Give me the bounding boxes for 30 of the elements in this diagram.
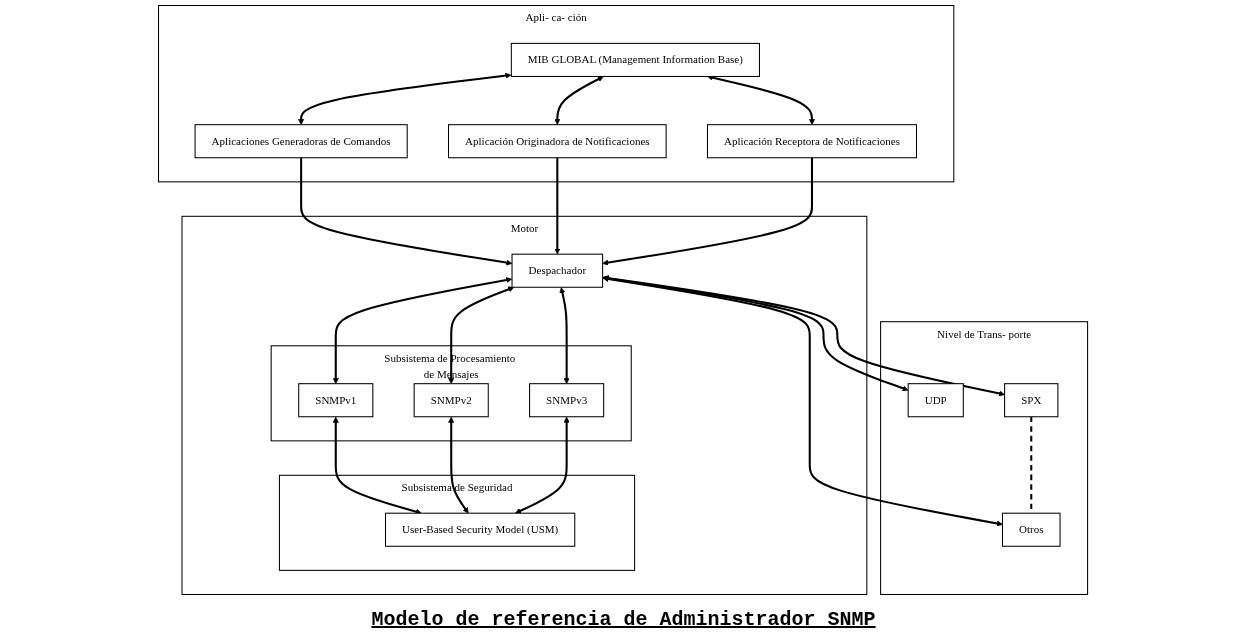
arrow: [554, 157, 561, 255]
arrow: [448, 416, 470, 514]
node-box: [511, 42, 761, 77]
cluster: [271, 345, 633, 442]
arrow: [333, 277, 513, 384]
arrow: [554, 76, 605, 125]
arrow: [333, 416, 423, 515]
node-box: [298, 383, 374, 418]
cluster: [181, 215, 868, 595]
arrow: [298, 72, 512, 125]
node-box: [707, 124, 918, 159]
cluster: [158, 5, 955, 183]
caption: Modelo de referencia de Administrador SNMP: [371, 608, 876, 631]
arrow: [603, 275, 1006, 397]
node-box: [385, 512, 576, 547]
node-box: [448, 124, 668, 159]
arrow: [300, 157, 513, 266]
node-box: [1002, 512, 1061, 547]
node-box: [1004, 383, 1059, 418]
node-box: [529, 383, 605, 418]
arrow: [448, 286, 515, 384]
node-box: [414, 383, 490, 418]
node-box: [511, 253, 604, 288]
cluster: [880, 321, 1089, 595]
node-box: [195, 124, 409, 159]
arrow: [515, 416, 571, 514]
arrow: [603, 275, 1004, 527]
cluster: [279, 474, 636, 571]
node-box: [908, 383, 965, 418]
arrow: [559, 287, 571, 384]
